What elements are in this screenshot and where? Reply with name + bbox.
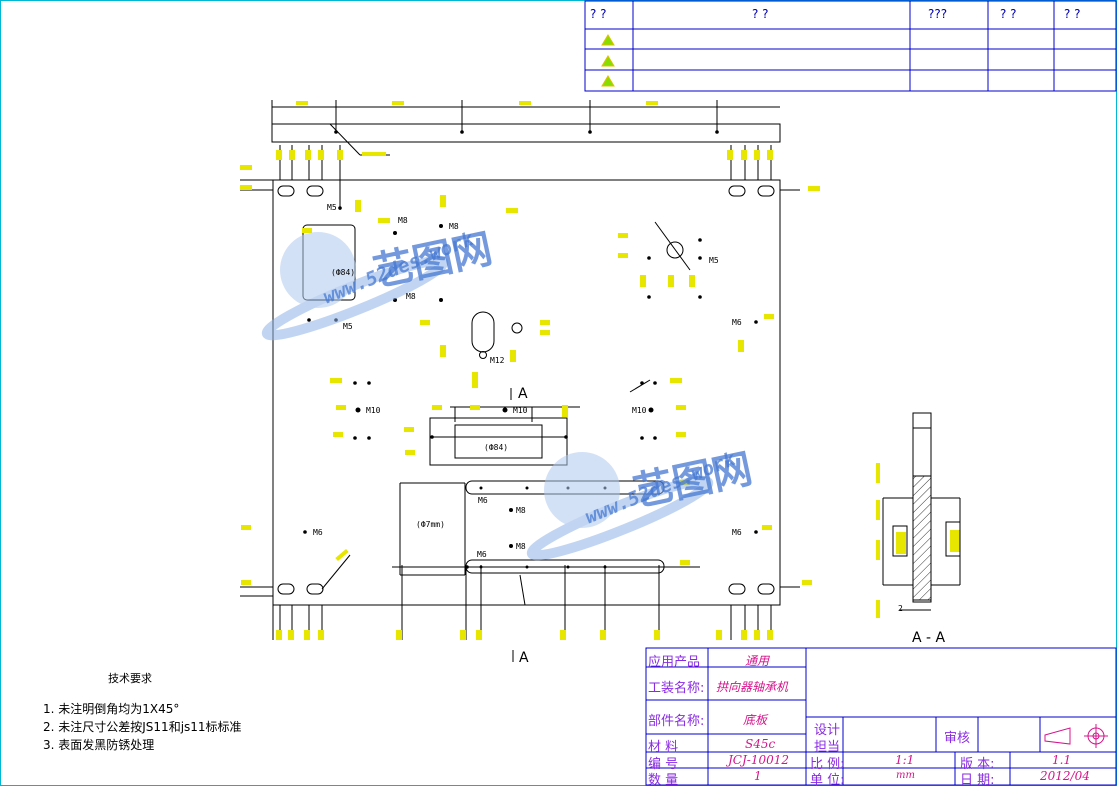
hole-label: M5 xyxy=(327,203,337,212)
tb-label-product: 应用产品 xyxy=(648,655,701,670)
slot-note: (Ф7mm) xyxy=(416,520,445,529)
section-cut-markers xyxy=(510,388,514,662)
revision-triangles xyxy=(601,34,615,87)
tb-value-product: 通用 xyxy=(745,654,770,668)
tb-label-review: 审核 xyxy=(944,731,971,746)
top-bar-dots xyxy=(334,130,719,134)
hole-label: M5 xyxy=(343,322,353,331)
tech-notes-title: 技术要求 xyxy=(108,672,152,685)
tb-label-fixture: 工装名称: xyxy=(648,681,705,696)
rev-header-4: ? ? xyxy=(1000,7,1017,21)
section-dim: 2 xyxy=(898,604,903,613)
hole-label: M6 xyxy=(732,528,742,537)
slot-note: (Ф84) xyxy=(331,268,356,277)
tb-label-scale: 比 例: xyxy=(810,757,845,772)
hole-label: M10 xyxy=(513,406,528,415)
tb-label-design: 设计 xyxy=(814,723,841,738)
watermark-globe-icon xyxy=(261,232,714,561)
hole-label: M6 xyxy=(732,318,742,327)
corner-slots xyxy=(277,185,775,595)
revision-table xyxy=(584,0,1117,92)
tb-label-number: 编 号 xyxy=(648,757,679,772)
tb-label-material: 材 料 xyxy=(648,740,679,755)
tb-value-unit: mm xyxy=(896,770,915,781)
slot-note: (Ф84) xyxy=(484,443,509,452)
hole-label: M6 xyxy=(477,550,487,559)
hole-label: M8 xyxy=(516,542,526,551)
rev-header-3: ??? xyxy=(928,7,948,21)
tb-value-version: 1.1 xyxy=(1052,753,1072,767)
hole-label: M10 xyxy=(366,406,381,415)
tb-label-version: 版 本: xyxy=(960,757,995,772)
tb-label-unit: 单 位: xyxy=(810,773,845,788)
hole-label: M12 xyxy=(490,356,505,365)
hole-label: M8 xyxy=(516,506,526,515)
section-view xyxy=(882,412,961,611)
tb-value-date: 2012/04 xyxy=(1040,769,1090,783)
top-dims xyxy=(296,101,658,156)
tb-value-part: 底板 xyxy=(743,713,768,727)
tb-value-scale: 1:1 xyxy=(895,753,915,767)
hole-label: M8 xyxy=(398,216,408,225)
hole-label: M6 xyxy=(478,496,488,505)
hole-label: M8 xyxy=(406,292,416,301)
hole-label: M8 xyxy=(449,222,459,231)
title-block xyxy=(645,647,1117,786)
hole-label: M10 xyxy=(632,406,647,415)
rev-header-1: ? ? xyxy=(590,7,607,21)
tb-label-part: 部件名称: xyxy=(648,714,705,729)
tb-label-date: 日 期: xyxy=(960,773,995,788)
section-mark-top: A xyxy=(518,386,528,402)
tech-note-item: 1. 未注明倒角均为1X45° xyxy=(43,702,180,716)
tb-value-number: JCJ-10012 xyxy=(728,753,790,767)
projection-symbol-icon xyxy=(1044,724,1108,748)
section-title: A - A xyxy=(912,630,946,646)
hole-dots xyxy=(303,206,758,569)
rev-header-2: ? ? xyxy=(752,7,769,21)
tb-value-material: S45c xyxy=(745,737,776,751)
tech-note-item: 3. 表面发黑防锈处理 xyxy=(43,738,155,752)
tb-value-quantity: 1 xyxy=(754,769,762,783)
tech-note-item: 2. 未注尺寸公差按JS11和js11标标准 xyxy=(43,720,242,734)
tb-value-fixture: 拱向器轴承机 xyxy=(716,680,789,694)
tb-label-quantity: 数 量 xyxy=(648,773,679,788)
section-mark-bottom: A xyxy=(519,650,529,666)
rev-header-5: ? ? xyxy=(1064,7,1081,21)
tb-label-charge: 担当 xyxy=(814,740,841,755)
hole-label: M5 xyxy=(709,256,719,265)
dim-values xyxy=(240,150,960,640)
top-bar xyxy=(271,100,781,156)
hole-label: M6 xyxy=(313,528,323,537)
